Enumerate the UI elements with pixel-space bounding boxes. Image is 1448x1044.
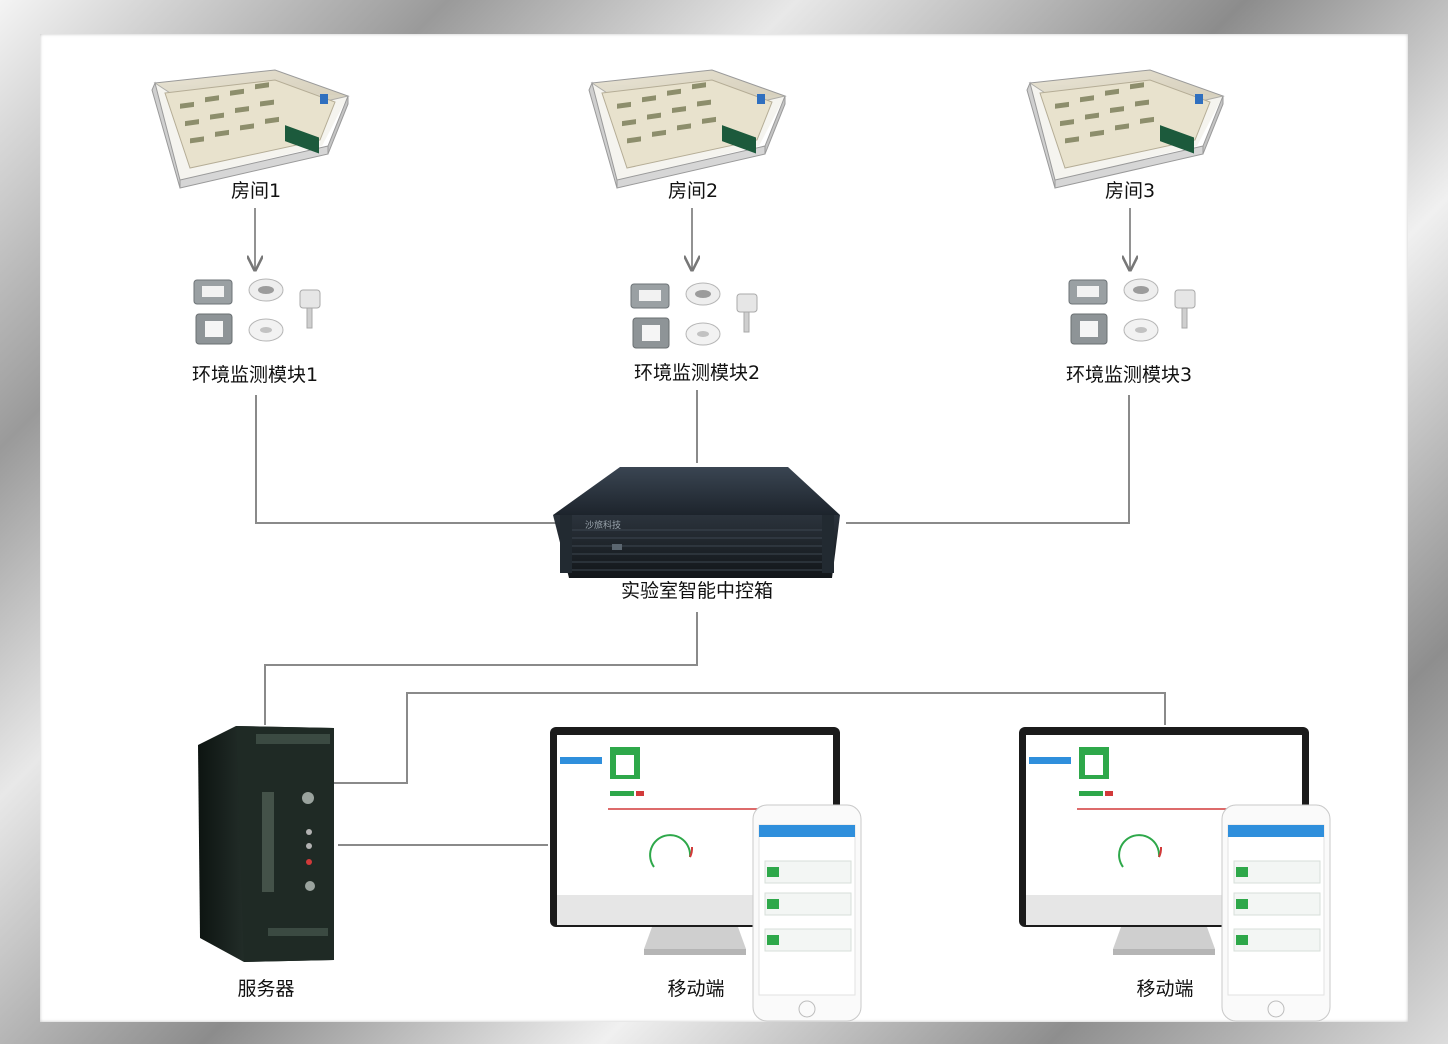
- server-tower: [198, 726, 334, 962]
- module-label: 环境监测模块1: [191, 364, 319, 386]
- sensor-group: [193, 278, 321, 345]
- controller-box: [553, 467, 840, 578]
- terminal-label: 移动端: [1136, 978, 1194, 1000]
- phone: [752, 804, 862, 1022]
- room-label: 房间1: [230, 180, 282, 202]
- connector-lines: [255, 390, 1166, 846]
- room-label: 房间2: [667, 180, 719, 202]
- arrow-lines: [255, 208, 1130, 270]
- controller-label: 实验室智能中控箱: [620, 580, 774, 602]
- room-label: 房间3: [1104, 180, 1156, 202]
- sensor-group: [1068, 278, 1196, 345]
- controller-brand-text: 沙旅科技: [585, 519, 621, 531]
- sensor-group: [630, 282, 758, 349]
- room-illustration: [151, 69, 350, 189]
- terminal-label: 移动端: [667, 978, 725, 1000]
- module-label: 环境监测模块3: [1065, 364, 1193, 386]
- phone: [1221, 804, 1331, 1022]
- room-illustration: [1026, 69, 1224, 189]
- server-label: 服务器: [237, 978, 295, 1000]
- room-illustration: [588, 69, 786, 189]
- module-label: 环境监测模块2: [633, 362, 761, 384]
